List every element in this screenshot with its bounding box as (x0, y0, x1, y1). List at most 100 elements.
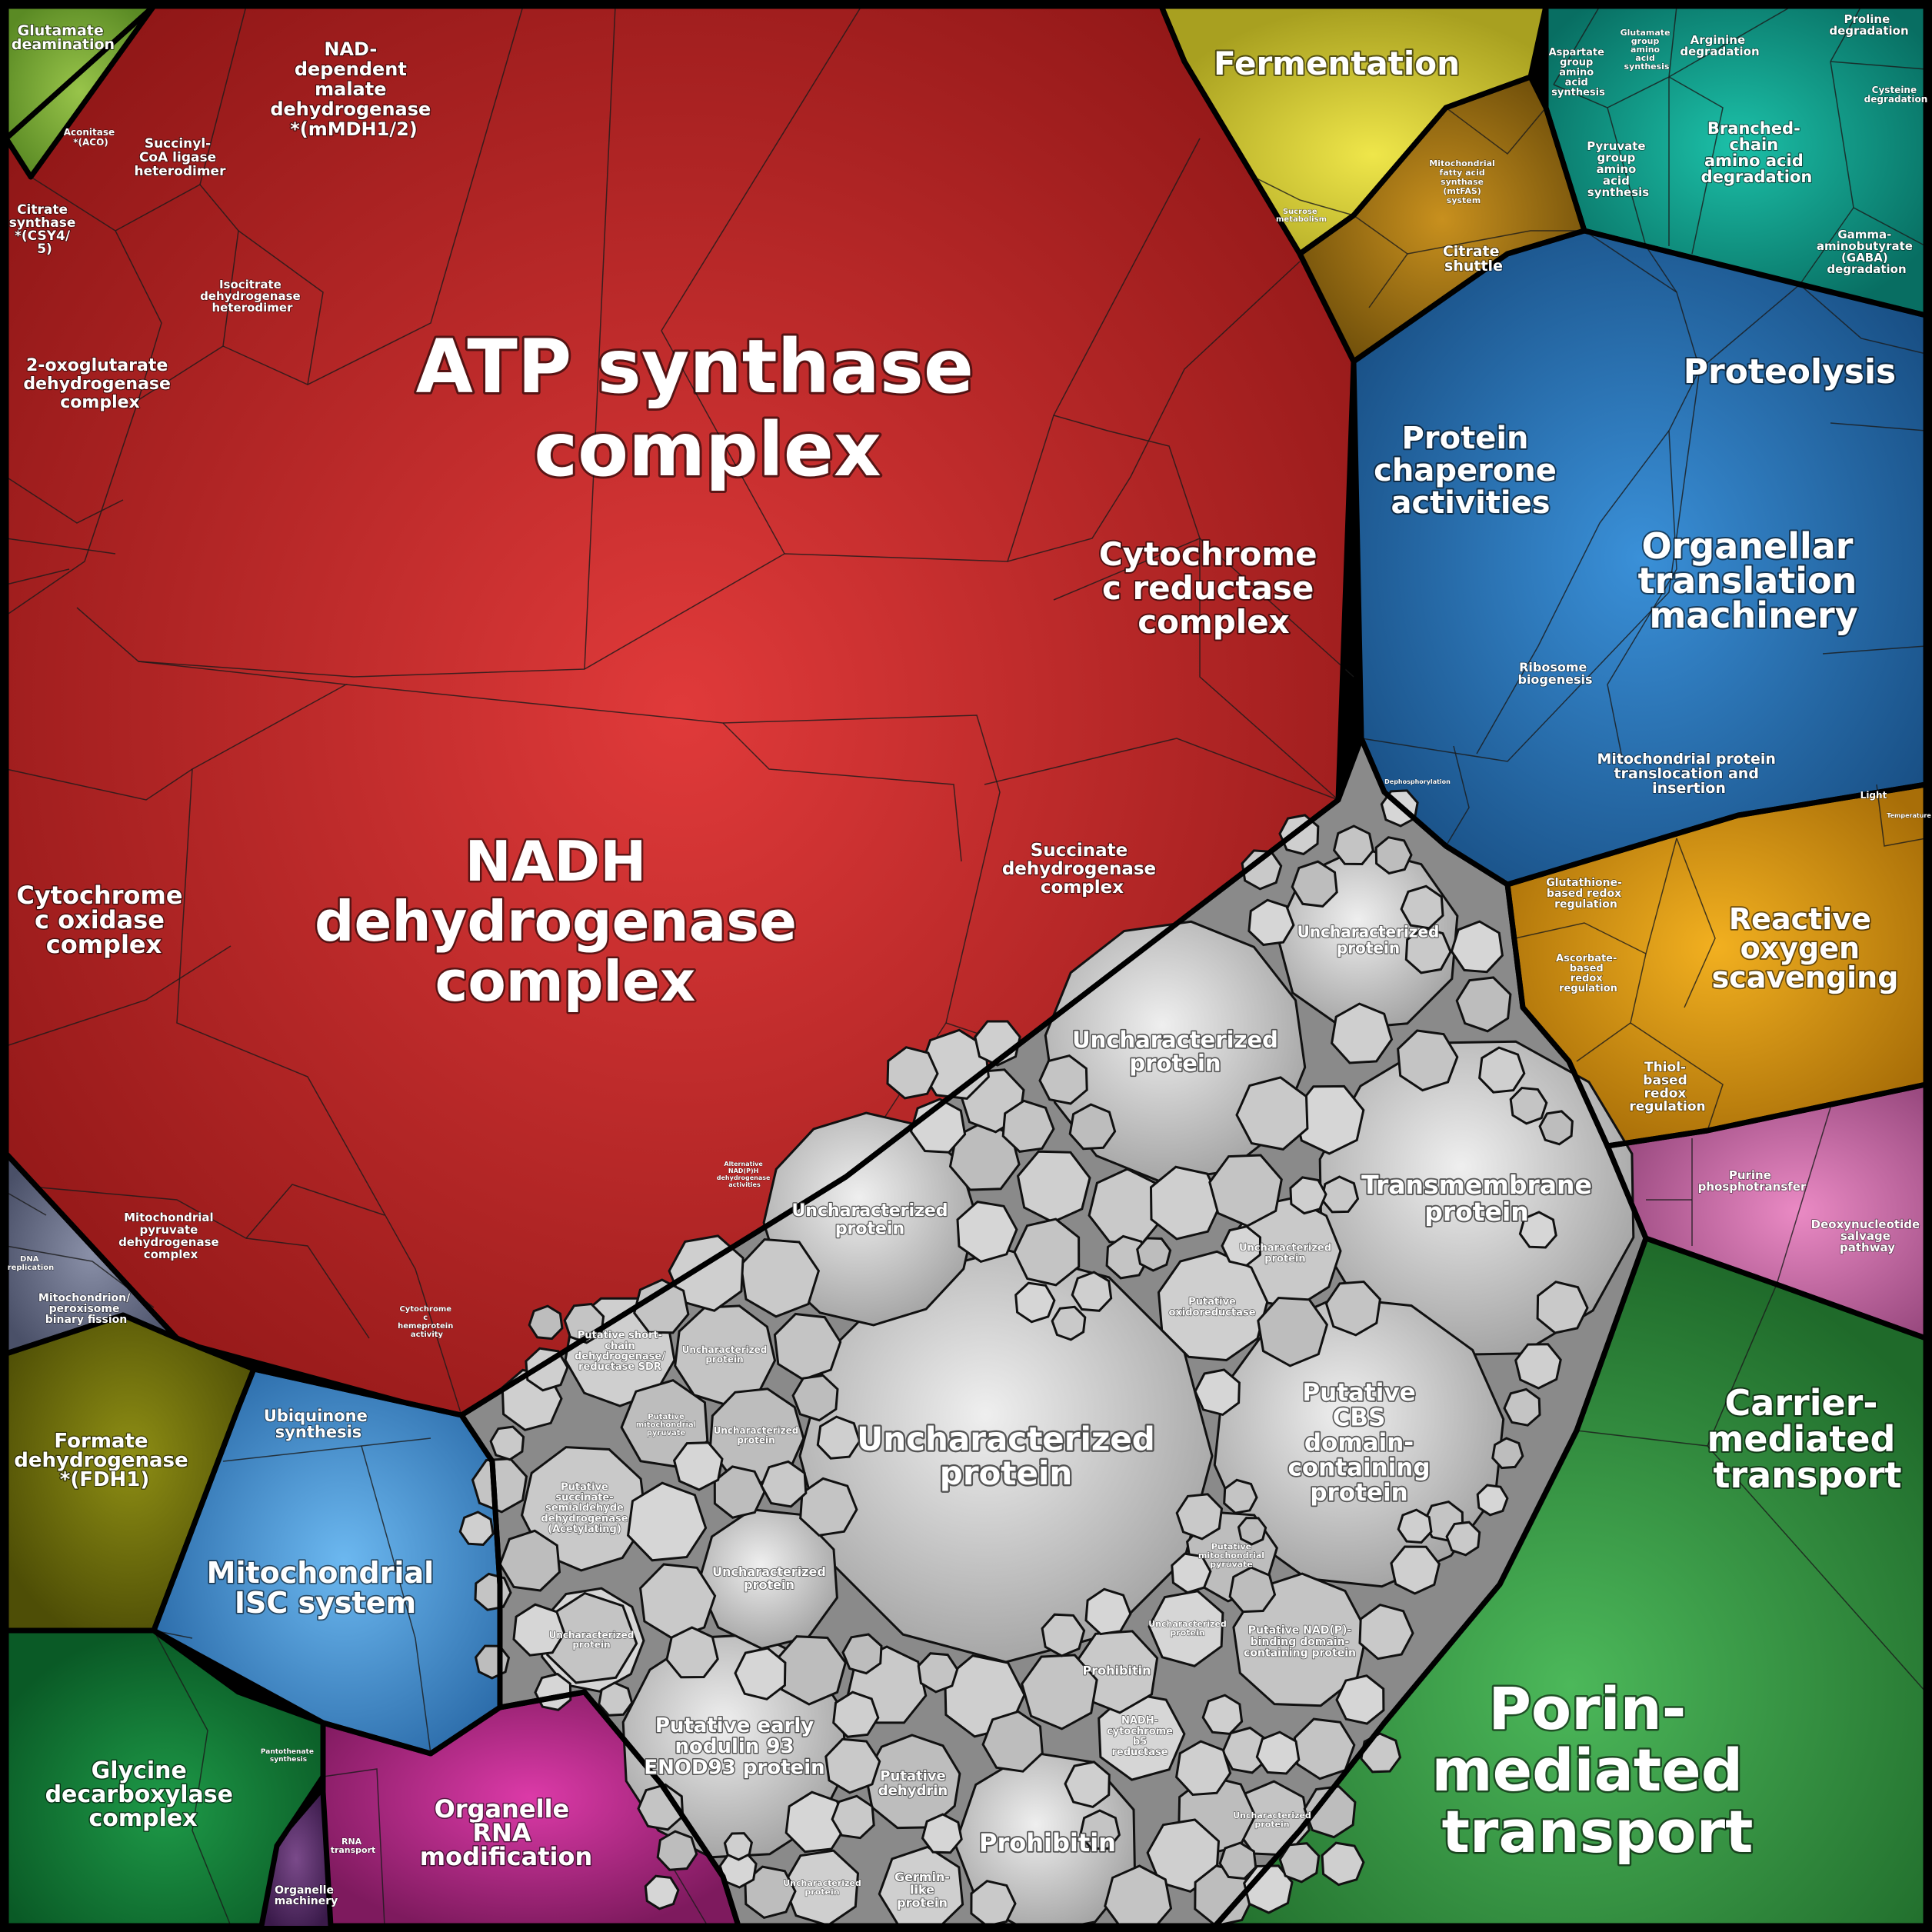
label-alt-nadh-line2: NAD(P)H (728, 1168, 758, 1174)
cell-organelle-machinery (261, 1792, 331, 1926)
label-alt-nadh-line4: activities (728, 1181, 761, 1188)
label-glycine-decarboxylase: Glycine decarboxylase complex (45, 1757, 242, 1832)
label-gsh-line2: based redox (1547, 888, 1621, 900)
label-cs-line3: *(CSY4/ (15, 228, 71, 244)
label-atp-synthase: ATP synthase complex (416, 324, 1000, 493)
label-line: succinate- (555, 1492, 613, 1504)
protein-cell (841, 1633, 883, 1675)
label-asp-line2: group (1560, 57, 1593, 68)
labels: ATP synthase complex NADH dehydrogenase … (7, 12, 1932, 1907)
protein-cell (1201, 1694, 1244, 1735)
protein-cell (1001, 1099, 1055, 1153)
label-idh-line1: Isocitrate (219, 278, 281, 291)
label-cytc-oxidase: Cytochrome c oxidase complex (16, 881, 191, 959)
label-proteolysis: Proteolysis (1684, 352, 1897, 391)
label-glut-line4: acid (1635, 53, 1655, 63)
label-idh-line2: dehydrogenase (200, 289, 301, 303)
protein-cell (799, 1477, 858, 1537)
label-cys-line2: degradation (1864, 94, 1928, 105)
succ-sub-line (984, 738, 1339, 801)
label-mpdc-line2: pyruvate (139, 1223, 198, 1237)
label-dna-replication: DNA replication (8, 1255, 55, 1272)
label-mptl-line3: insertion (1652, 780, 1726, 797)
label-fdh-line3: *(FDH1) (60, 1468, 150, 1491)
lipid-sub-line-2 (1407, 230, 1584, 255)
protein-cell (1331, 1002, 1394, 1064)
label-line: (Acetylating) (548, 1524, 621, 1535)
label-line: Uncharacterized (791, 1201, 948, 1221)
label-ros-line1: Reactive (1729, 902, 1871, 936)
tca-left-line-5 (238, 230, 324, 385)
label-bcaa-line1: Branched- (1707, 119, 1800, 138)
label-line: Uncharacterized (714, 1425, 799, 1436)
label-scl-line3: heterodimer (135, 164, 227, 179)
protein-cell (917, 1652, 959, 1694)
label-line: Germin- (894, 1870, 950, 1884)
label-asp-line1: Aspartate (1549, 47, 1604, 58)
label-ubq-line1: Ubiquinone (264, 1407, 368, 1425)
label-formate-dh: Formate dehydrogenase *(FDH1) (14, 1430, 195, 1491)
tca-left-line-7 (5, 476, 124, 524)
label-cysteine-degradation: Cysteine degradation (1864, 85, 1928, 105)
label-sucrose-line2: metabolism (1276, 215, 1327, 224)
label-line: reductase SDR (578, 1361, 661, 1373)
label-citrate-shuttle: Citrate shuttle (1443, 243, 1504, 275)
tca-left-line-9 (5, 568, 70, 585)
label-citshuttle-line2: shuttle (1444, 258, 1503, 275)
protein-cell (832, 1690, 880, 1738)
cell-nucleotide-metabolism (1607, 1084, 1926, 1338)
label-isc-line1: Mitochondrial (207, 1556, 434, 1590)
protein-cell (1041, 1613, 1086, 1657)
label-line: Putative (648, 1413, 685, 1421)
atp-sub-lines (76, 261, 1301, 678)
label-otm-line1: Organellar (1642, 525, 1854, 567)
label-line: like (910, 1883, 934, 1897)
protein-cell (546, 1591, 638, 1684)
protein-cell (824, 1737, 881, 1794)
label-line: Uncharacterized (549, 1630, 635, 1641)
label-line: Putative early (655, 1714, 814, 1737)
label-glutamate-group: Glutamate group amino acid synthesis (1621, 28, 1674, 72)
label-mptl-line1: Mitochondrial protein (1597, 751, 1775, 768)
mpdc-sub-line-2 (245, 1184, 385, 1239)
label-glut-line1: Glutamate (1621, 28, 1671, 38)
label-line: protein (1424, 1197, 1529, 1227)
protein-cell (970, 1880, 1017, 1927)
label-thiol-line1: Thiol- (1644, 1060, 1686, 1075)
protein-cell (739, 1237, 821, 1318)
protein-cell (1455, 976, 1512, 1033)
label-line: Putative (1188, 1297, 1236, 1308)
protein-cell (1228, 1566, 1277, 1614)
label-rnatrans-line1: RNA (341, 1837, 362, 1847)
protein-cell (1241, 849, 1283, 891)
label-line: reductase (1111, 1747, 1168, 1758)
protein-cell (1445, 1521, 1481, 1557)
label-mpdc-line4: complex (144, 1247, 198, 1261)
label-otm-line3: machinery (1649, 595, 1857, 636)
protein-cell (1013, 1217, 1081, 1287)
label-aconitase: Aconitase *(ACO) (64, 127, 118, 148)
label-line: Uncharacterized (1239, 1243, 1331, 1254)
protein-cell (886, 1046, 939, 1100)
protein-cell (1509, 1086, 1548, 1125)
protein-cell (627, 1481, 708, 1562)
label-glu-line2: deamination (12, 36, 115, 53)
protein-cell (1335, 1674, 1385, 1725)
label-mptl-line2: translocation and (1614, 765, 1759, 782)
aa-sub-line-6 (1668, 76, 1724, 255)
label-ascorbate-redox: Ascorbate- based redox regulation (1556, 953, 1621, 994)
protein-cell (1084, 1587, 1132, 1636)
blue-sub-line-5 (1607, 568, 1677, 762)
cell-energy-metabolism (6, 6, 1354, 1415)
label-ogdh-line1: 2-oxoglutarate (26, 356, 168, 375)
protein-cell (723, 1832, 754, 1861)
aa-sub-line-5 (1668, 5, 1793, 78)
